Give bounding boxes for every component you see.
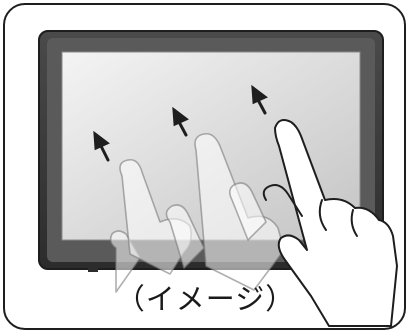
image-caption: （イメージ） xyxy=(0,281,411,317)
tablet-button xyxy=(88,268,98,272)
